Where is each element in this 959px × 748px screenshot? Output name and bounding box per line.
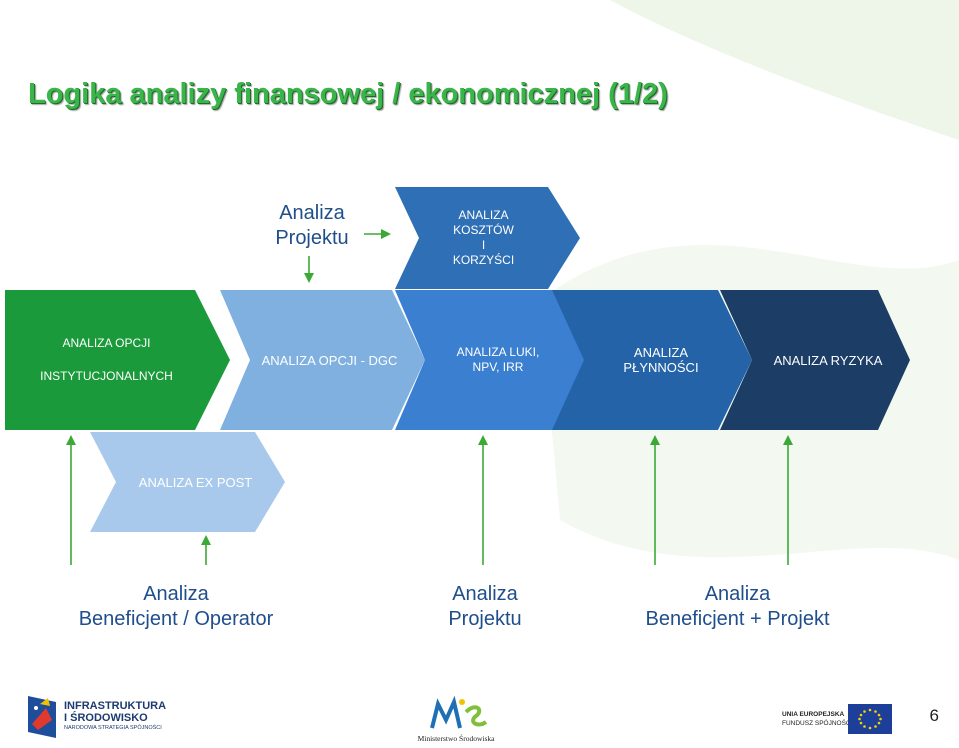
- ms-emblem-icon: [430, 695, 488, 729]
- bc-2-line1: Analiza: [704, 583, 771, 605]
- chain-4-line-1: ANALIZA RYZYKA: [773, 352, 883, 368]
- chain-3-line-2: PŁYNNOŚCI: [623, 360, 699, 375]
- right-logo-line2: FUNDUSZ SPÓJNOŚCI: [782, 720, 853, 727]
- slide-title: Logika analizy finansowej / ekonomicznej…: [28, 78, 668, 110]
- chain-0-line-2: INSTYTUCJONALNYCH: [40, 369, 173, 383]
- top-caption-line2: Projektu: [275, 227, 349, 249]
- risk-analysis-shape: ANALIZA RYZYKA: [720, 290, 910, 430]
- left-logo-line3: NARODOWA STRATEGIA SPÓJNOŚCI: [64, 725, 162, 731]
- cost-benefit-analysis-shape: ANALIZA KOSZTÓW I KORZYŚCI: [395, 187, 580, 289]
- bc-1-line2: Projektu: [448, 608, 522, 630]
- cba-line-3: I: [481, 238, 486, 252]
- center-logo-text: Ministerstwo Środowiska: [417, 734, 495, 743]
- cba-line-2: KOSZTÓW: [453, 223, 514, 237]
- cba-line-1: ANALIZA: [458, 208, 509, 222]
- gap-npv-irr-analysis-shape: ANALIZA LUKI, NPV, IRR: [395, 290, 585, 430]
- eu-cohesion-fund-logo: UNIA EUROPEJSKA FUNDUSZ SPÓJNOŚCI: [782, 704, 894, 736]
- top-caption: Analiza Projektu: [262, 201, 362, 251]
- left-logo-line2: I ŚRODOWISKO: [64, 712, 148, 724]
- infrastruktura-srodowisko-logo: INFRASTRUKTURA I ŚRODOWISKO NARODOWA STR…: [26, 694, 186, 742]
- expost-line-1: ANALIZA EX POST: [138, 474, 253, 490]
- chain-2-line-2: NPV, IRR: [472, 360, 524, 374]
- left-logo-line1: INFRASTRUKTURA: [64, 700, 167, 712]
- chain-1-line-1: ANALIZA OPCJI - DGC: [261, 352, 398, 368]
- bottom-caption-beneficiary-operator: Analiza Beneficjent / Operator: [56, 582, 296, 632]
- dgc-options-analysis-shape: ANALIZA OPCJI - DGC: [220, 290, 425, 430]
- bc-0-line2: Beneficjent / Operator: [78, 608, 274, 630]
- cba-line-4: KORZYŚCI: [452, 253, 515, 267]
- eu-flag-icon: [848, 704, 892, 734]
- top-caption-line1: Analiza: [279, 202, 345, 224]
- chain-0-line-1: ANALIZA OPCJI: [62, 336, 151, 350]
- chain-2-line-1: ANALIZA LUKI,: [456, 345, 540, 359]
- bc-0-line1: Analiza: [143, 583, 209, 605]
- nss-flag-icon: [28, 696, 56, 738]
- bc-1-line1: Analiza: [452, 583, 518, 605]
- bottom-caption-project: Analiza Projektu: [420, 582, 550, 632]
- institutional-options-analysis-shape: ANALIZA OPCJI INSTYTUCJONALNYCH: [5, 290, 230, 430]
- bc-2-line2: Beneficjent + Projekt: [645, 608, 830, 630]
- page-number: 6: [929, 706, 939, 725]
- chain-3-line-1: ANALIZA: [633, 345, 689, 360]
- ex-post-analysis-shape: ANALIZA EX POST: [90, 432, 285, 532]
- bottom-caption-beneficiary-project: Analiza Beneficjent + Projekt: [625, 582, 850, 632]
- liquidity-analysis-shape: ANALIZA PŁYNNOŚCI: [552, 290, 752, 430]
- right-logo-line1: UNIA EUROPEJSKA: [782, 711, 845, 718]
- ministerstwo-srodowiska-logo: Ministerstwo Środowiska: [410, 694, 502, 746]
